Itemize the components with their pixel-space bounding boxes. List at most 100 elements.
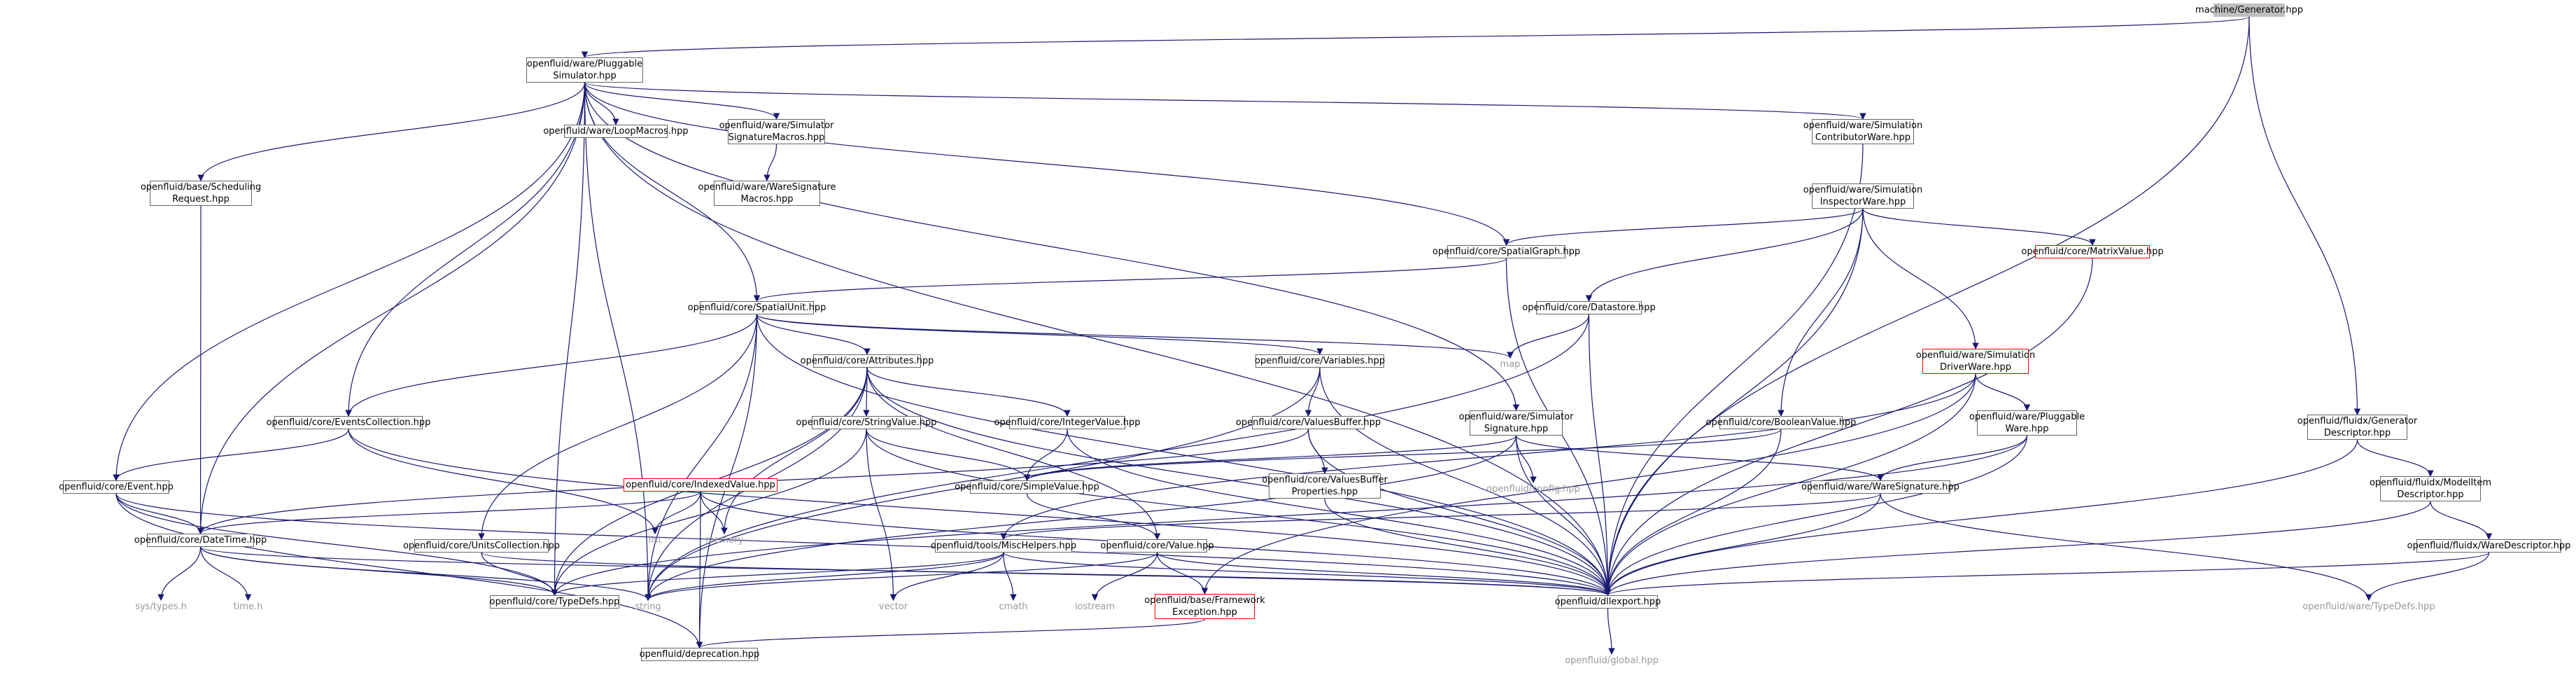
edge-bv-simp [1023,429,1782,481]
edge-iw-dllexp [1604,208,1864,596]
edge-ps-ec [345,82,586,417]
node-global: openfluid/global.hpp [1565,655,1659,666]
edge-su-ec [345,314,758,417]
node-matrix-value[interactable]: openfluid/core/MatrixValue.hpp [2021,245,2164,258]
edge-su-string [645,314,758,601]
node-spatial-graph[interactable]: openfluid/core/SpatialGraph.hpp [1432,245,1581,258]
edge-ev-td [115,493,558,596]
node-values-buffer[interactable]: openfluid/core/ValuesBuffer.hpp [1235,416,1381,429]
edge-su-map [756,314,1514,359]
node-attributes[interactable]: openfluid/core/Attributes.hpp [800,354,934,368]
edge-su-uc [478,314,758,540]
node-units-collection[interactable]: openfluid/core/UnitsCollection.hpp [402,539,561,553]
edge-mh-string [645,552,1004,601]
node-model-item-descriptor[interactable]: openfluid/fluidx/ModelItem Descriptor.hp… [2369,476,2492,501]
node-pluggable-simulator[interactable]: openfluid/ware/Pluggable Simulator.hpp [526,57,643,83]
edge-sv-td [551,429,867,596]
node-datastore[interactable]: openfluid/core/Datastore.hpp [1522,301,1656,314]
node-variables[interactable]: openfluid/core/Variables.hpp [1255,354,1385,368]
node-core-typedefs[interactable]: openfluid/core/TypeDefs.hpp [489,595,620,609]
node-simulation-inspector-ware[interactable]: openfluid/ware/Simulation InspectorWare.… [1803,183,1923,209]
node-pluggable-ware[interactable]: openfluid/ware/Pluggable Ware.hpp [1969,410,2085,436]
node-value[interactable]: openfluid/core/Value.hpp [1100,539,1214,553]
edge-dt-timeh [199,546,252,601]
node-event[interactable]: openfluid/core/Event.hpp [59,480,174,494]
node-misc-helpers[interactable]: openfluid/tools/MiscHelpers.hpp [930,539,1077,553]
edge-wd-dllexp [1605,552,2490,596]
node-boolean-value[interactable]: openfluid/core/BooleanValue.hpp [1705,416,1857,429]
node-iostream: iostream [1074,602,1115,612]
node-ware-signature-macros[interactable]: openfluid/ware/WareSignature Macros.hpp [698,181,836,206]
edge-ps-dt [197,82,586,534]
node-cmath: cmath [999,602,1028,612]
edge-mid-dllexp [1604,501,2431,596]
edge-ps-ssm [584,82,780,120]
edge-ws-mh [1000,493,1881,540]
edge-gd-dllexp [1604,439,2358,596]
edge-attr-memory [721,367,868,534]
node-integer-value[interactable]: openfluid/core/IntegerValue.hpp [994,416,1141,429]
edge-gen-gd [2248,16,2361,415]
node-string-value[interactable]: openfluid/core/StringValue.hpp [796,416,937,429]
edge-mh-vector [889,552,1004,601]
edge-ps-ev [113,82,586,481]
edge-ec-ev [113,429,349,481]
edge-ps-sg [584,82,1510,246]
edge-dw-fe [1201,373,1976,595]
edge-iw-ds [1585,208,1864,302]
edge-iv-simp [1023,429,1068,481]
edge-dt-td [199,546,558,596]
node-scheduling-request[interactable]: openfluid/base/Scheduling Request.hpp [140,181,262,206]
edge-ps-sr [197,82,586,181]
edge-sv-dllexp [866,429,1612,596]
edge-bv-dllexp [1604,429,1782,596]
node-values-buffer-properties[interactable]: openfluid/core/ValuesBuffer Properties.h… [1262,473,1388,499]
edge-mh-cmath [1003,552,1017,601]
edge-uc-td [481,552,558,596]
node-dllexport[interactable]: openfluid/dllexport.hpp [1554,595,1661,609]
node-spatial-unit[interactable]: openfluid/core/SpatialUnit.hpp [687,301,826,314]
edge-iw-dw [1862,208,1979,349]
edge-wd-wtd [2365,552,2490,601]
node-deprecation[interactable]: openfluid/deprecation.hpp [639,648,760,661]
node-ware-signature[interactable]: openfluid/ware/WareSignature.hpp [1801,480,1959,494]
edge-mv-dllexp [1604,258,2093,596]
node-indexed-value[interactable]: openfluid/core/IndexedValue.hpp [624,478,777,492]
edge-mid-wd [2430,501,2493,540]
edge-pw-dllexp [1604,435,2028,596]
edge-su-vars [756,314,1323,355]
node-simulator-signature[interactable]: openfluid/ware/Simulator Signature.hpp [1458,410,1574,436]
node-simulation-contributor-ware[interactable]: openfluid/ware/Simulation ContributorWar… [1803,119,1923,144]
node-simulator-signature-macros[interactable]: openfluid/ware/Simulator SignatureMacros… [719,119,834,144]
edge-sg-su [754,258,1507,302]
node-generator-descriptor[interactable]: openfluid/fluidx/Generator Descriptor.hp… [2297,415,2418,440]
edge-mh-dllexp [1003,552,1612,596]
edge-mh-td [551,552,1004,596]
node-vector: vector [878,602,908,612]
edge-iw-sg [1502,208,1864,246]
edge-ps-td [551,82,586,596]
edge-gen-ps [582,16,2250,58]
node-loop-macros[interactable]: openfluid/ware/LoopMacros.hpp [543,125,689,138]
edge-sig-string [645,435,1517,601]
edge-vars-dllexp [1319,367,1612,596]
node-machine-generator[interactable]: machine/Generator.hpp [2195,4,2303,17]
node-map: map [1500,359,1521,370]
edge-su-dllexp [756,314,1612,596]
edge-iw-mv [1862,208,2096,246]
edge-dw-mh [1000,373,1976,540]
node-simulation-driver-ware[interactable]: openfluid/ware/Simulation DriverWare.hpp [1915,349,2036,374]
edge-dllexp-global [1607,608,1615,655]
node-date-time[interactable]: openfluid/core/DateTime.hpp [134,534,267,547]
node-ware-descriptor[interactable]: openfluid/fluidx/WareDescriptor.hpp [2407,539,2571,553]
edge-sig-simp [1023,435,1517,481]
node-framework-exception[interactable]: openfluid/base/Framework Exception.hpp [1144,594,1265,619]
node-events-collection[interactable]: openfluid/core/EventsCollection.hpp [266,416,431,429]
edge-ec-dllexp [348,429,1612,596]
edge-idx-memory [700,491,728,534]
edge-iw-bv [1778,208,1864,417]
node-simple-value[interactable]: openfluid/core/SimpleValue.hpp [955,480,1099,494]
edge-ds-dllexp [1588,314,1612,596]
edge-attr-val [866,367,1161,540]
edge-ws-wtd [1880,493,2372,601]
